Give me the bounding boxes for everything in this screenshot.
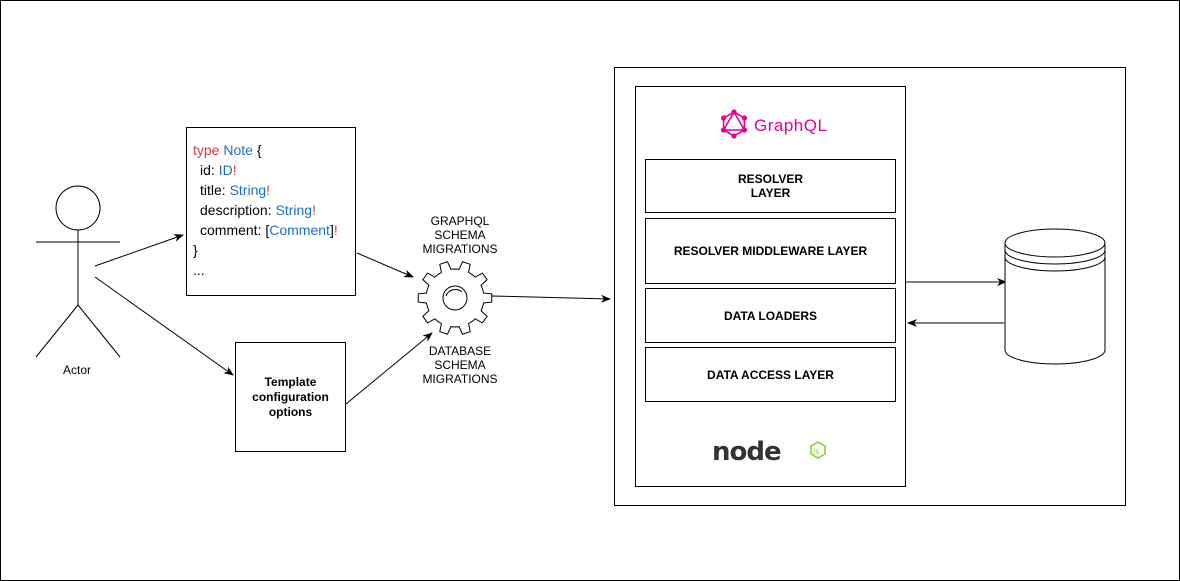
server-outer-box [614, 67, 1126, 506]
nodejs-logo-icon: node js [712, 437, 826, 467]
code-bang: ! [232, 162, 237, 178]
resolver-layer-box: RESOLVER LAYER [645, 159, 896, 213]
template-label-line1: Template [264, 374, 317, 389]
template-label-line2: configuration [252, 389, 329, 404]
code-field: id: [200, 162, 215, 178]
code-field-type: String [229, 182, 267, 198]
code-keyword: type [193, 142, 220, 158]
arrow-actor-to-template [94, 276, 234, 376]
graphql-migrations-line2: SCHEMA [434, 228, 486, 242]
code-field: comment: [200, 222, 262, 238]
code-line-title: title: String! [200, 182, 270, 198]
code-line-id: id: ID! [200, 162, 237, 178]
nodejs-logo-wordmark: node [712, 437, 781, 467]
code-type-name: Note [223, 142, 253, 158]
template-config-label: Template configuration options [252, 375, 329, 420]
code-bracket-open: [ [265, 222, 270, 238]
code-line-type: type Note { [193, 142, 262, 158]
template-label-line3: options [268, 404, 313, 419]
data-loaders-label: DATA LOADERS [723, 308, 818, 323]
data-loaders-box: DATA LOADERS [645, 288, 896, 343]
database-migrations-line2: SCHEMA [434, 358, 486, 372]
gear-icon [417, 261, 493, 335]
code-bang: ! [333, 222, 338, 238]
code-open-brace: { [256, 142, 262, 158]
database-migrations-label: DATABASE SCHEMA MIGRATIONS [415, 344, 505, 386]
arrow-gear-to-server [491, 294, 611, 303]
graphql-logo-text: GraphQL [754, 116, 828, 135]
database-migrations-line3: MIGRATIONS [422, 372, 498, 386]
code-field-type: ID [218, 162, 233, 178]
data-access-layer-label: DATA ACCESS LAYER [707, 367, 834, 382]
resolver-middleware-layer-label: RESOLVER MIDDLEWARE LAYER [673, 244, 868, 258]
resolver-layer-line2: LAYER [750, 186, 791, 200]
data-access-layer-box: DATA ACCESS LAYER [645, 347, 896, 402]
schema-code-box: type Note { id: ID! title: String! descr… [186, 127, 356, 296]
code-field-type: Comment [269, 222, 330, 238]
code-field: description: [200, 202, 272, 218]
code-line-comment: comment: [Comment]! [200, 222, 338, 238]
resolver-middleware-layer-box: RESOLVER MIDDLEWARE LAYER [645, 218, 896, 284]
graphql-migrations-label: GRAPHQL SCHEMA MIGRATIONS [416, 214, 504, 256]
resolver-layer-label: RESOLVER LAYER [738, 172, 803, 200]
template-config-box: Template configuration options [235, 342, 346, 452]
database-icon [1004, 228, 1106, 365]
code-bang: ! [266, 182, 271, 198]
graphql-migrations-line1: GRAPHQL [430, 214, 490, 228]
arrow-schema-to-gear [356, 252, 414, 278]
code-bracket-close: ] [329, 222, 334, 238]
graphql-migrations-line3: MIGRATIONS [422, 242, 498, 256]
server-inner-box [635, 86, 906, 487]
arrow-actor-to-schema [94, 234, 184, 267]
arrow-template-to-gear [345, 332, 433, 405]
code-ellipsis: ... [193, 262, 205, 278]
code-line-description: description: String! [200, 202, 316, 218]
database-migrations-line1: DATABASE [428, 344, 492, 358]
code-field: title: [200, 182, 226, 198]
code-field-type: String [275, 202, 313, 218]
code-bang: ! [312, 202, 316, 218]
graphql-logo-icon [721, 109, 747, 139]
resolver-layer-line1: RESOLVER [737, 172, 804, 186]
code-close-brace: } [193, 242, 198, 258]
nodejs-logo-badge: js [812, 447, 819, 456]
actor-figure [35, 185, 121, 358]
actor-label: Actor [63, 363, 92, 377]
